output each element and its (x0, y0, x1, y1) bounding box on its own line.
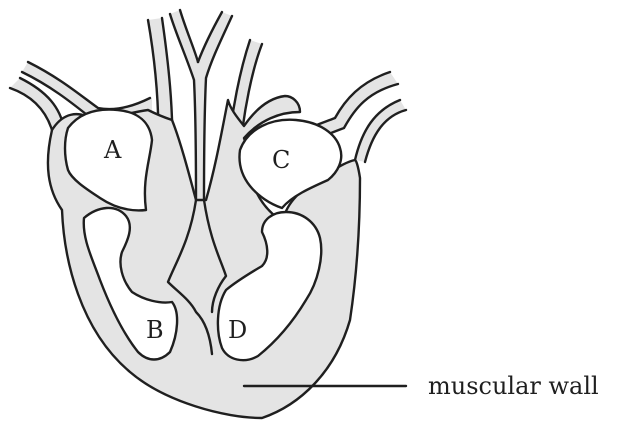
label-d: D (228, 316, 247, 344)
right-outer-vessel (355, 100, 406, 162)
label-c: C (272, 146, 290, 174)
label-a: A (103, 136, 122, 164)
callout-muscular-wall: muscular wall (428, 372, 599, 400)
label-b: B (146, 316, 164, 344)
